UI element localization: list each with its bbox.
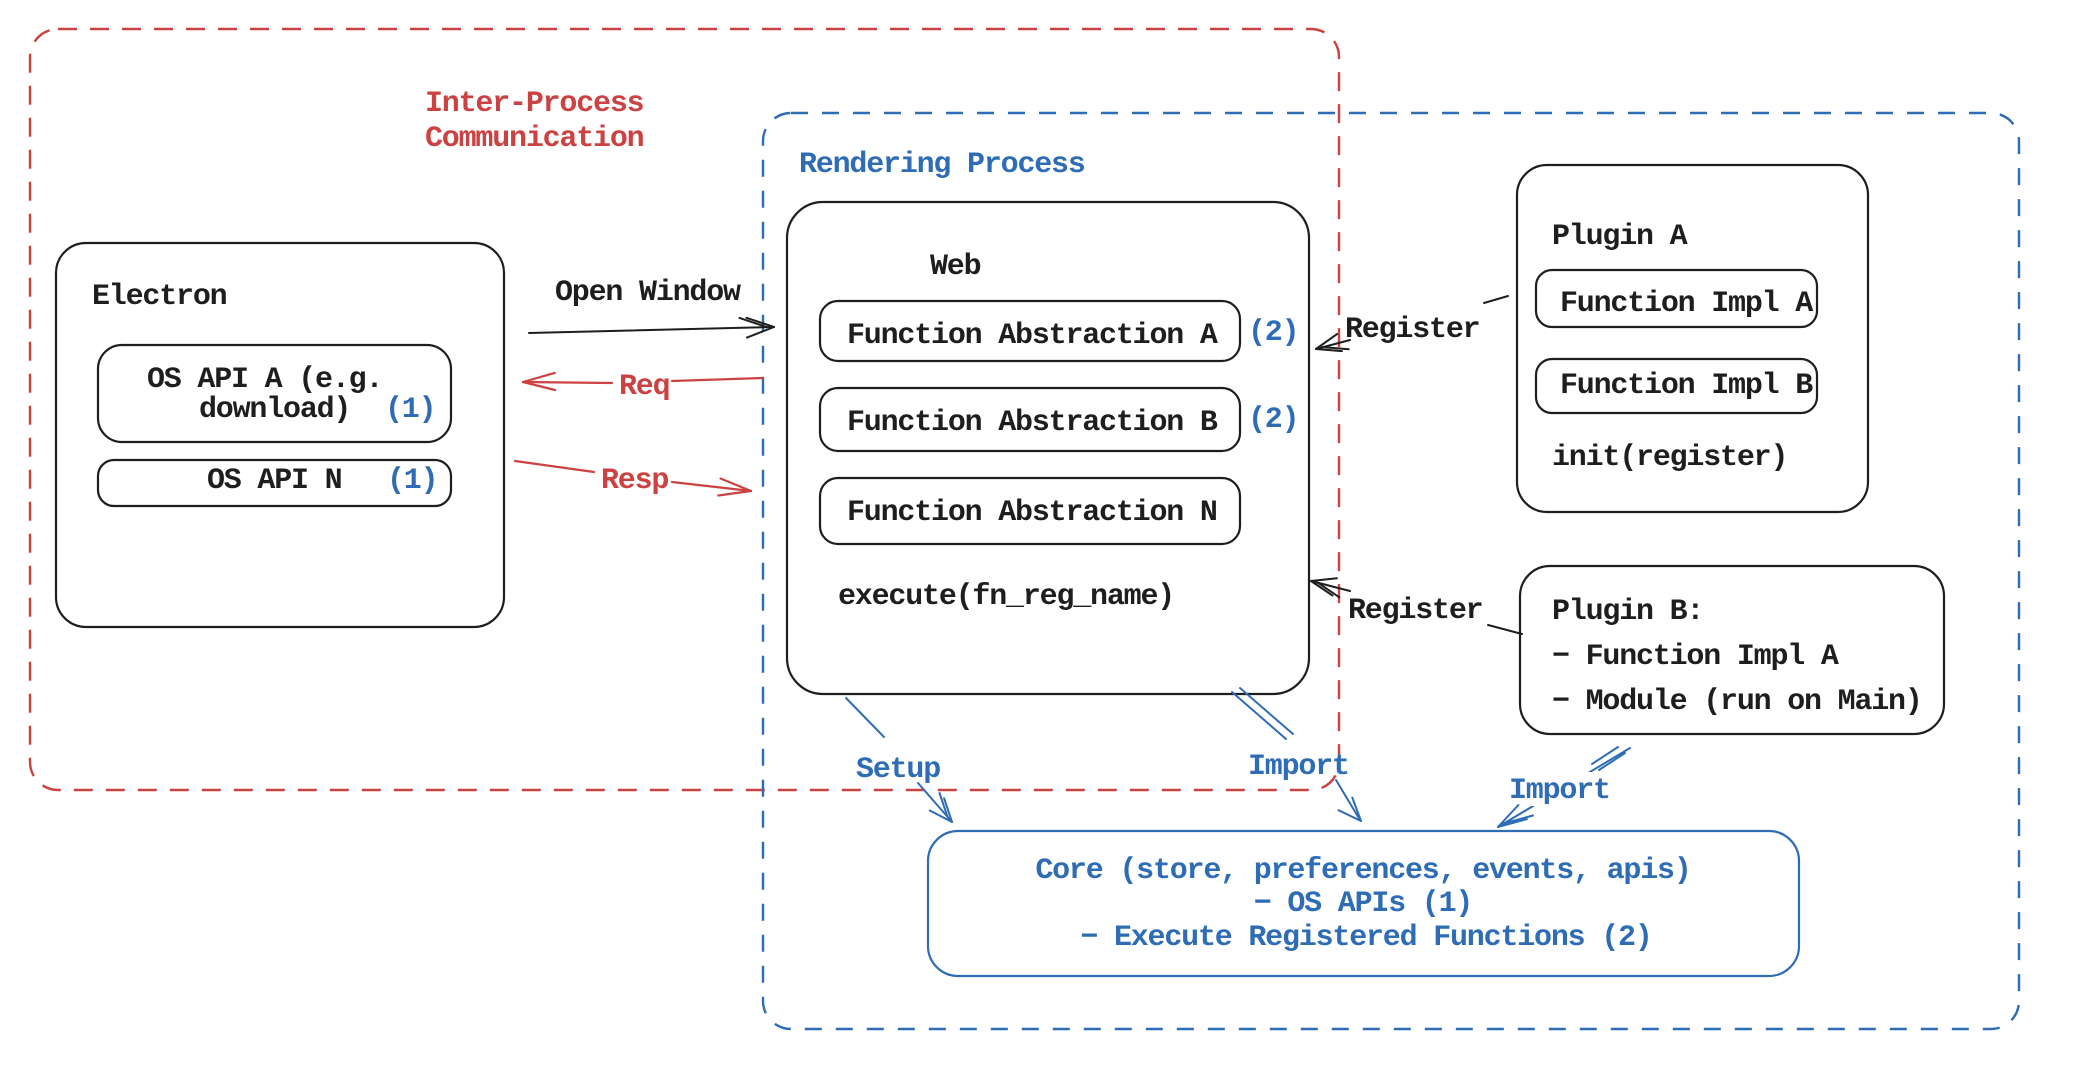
svg-text:Function Impl A: Function Impl A bbox=[1560, 287, 1813, 321]
svg-text:Inter-Process: Inter-Process bbox=[425, 87, 644, 121]
svg-text:Electron: Electron bbox=[92, 280, 227, 314]
svg-text:Function Abstraction A: Function Abstraction A bbox=[847, 319, 1218, 353]
svg-text:download): download) bbox=[199, 393, 350, 427]
svg-text:Import: Import bbox=[1509, 774, 1610, 808]
svg-text:Function Abstraction B: Function Abstraction B bbox=[847, 406, 1218, 440]
svg-text:Web: Web bbox=[930, 250, 981, 284]
svg-text:(1): (1) bbox=[387, 464, 437, 498]
svg-text:Resp: Resp bbox=[601, 464, 668, 498]
svg-text:Plugin B:: Plugin B: bbox=[1552, 595, 1703, 629]
svg-text:(2): (2) bbox=[1248, 403, 1298, 437]
svg-text:Core (store, preferences, even: Core (store, preferences, events, apis) bbox=[1035, 854, 1690, 888]
svg-text:Import: Import bbox=[1248, 750, 1349, 784]
svg-text:Req: Req bbox=[619, 370, 669, 404]
svg-text:− Function Impl A: − Function Impl A bbox=[1552, 640, 1839, 674]
svg-text:Function Impl B: Function Impl B bbox=[1560, 369, 1813, 403]
svg-text:− OS APIs (1): − OS APIs (1) bbox=[1254, 887, 1472, 921]
svg-text:OS API A (e.g.: OS API A (e.g. bbox=[147, 363, 382, 397]
svg-text:Register: Register bbox=[1348, 594, 1482, 628]
svg-text:− Module (run on Main): − Module (run on Main) bbox=[1552, 685, 1922, 719]
svg-text:(2): (2) bbox=[1248, 316, 1298, 350]
svg-text:OS API N: OS API N bbox=[207, 464, 342, 498]
svg-text:Setup: Setup bbox=[856, 753, 940, 787]
svg-text:Function Abstraction N: Function Abstraction N bbox=[847, 496, 1217, 530]
svg-text:− Execute Registered Functions: − Execute Registered Functions (2) bbox=[1080, 921, 1651, 955]
svg-text:Rendering Process: Rendering Process bbox=[799, 148, 1085, 182]
svg-text:Open Window: Open Window bbox=[555, 276, 741, 310]
svg-text:Register: Register bbox=[1345, 313, 1479, 347]
svg-text:Communication: Communication bbox=[425, 122, 644, 156]
svg-text:Plugin A: Plugin A bbox=[1552, 220, 1688, 254]
svg-text:(1): (1) bbox=[385, 393, 435, 427]
svg-text:execute(fn_reg_name): execute(fn_reg_name) bbox=[838, 580, 1174, 614]
svg-text:init(register): init(register) bbox=[1552, 441, 1787, 475]
